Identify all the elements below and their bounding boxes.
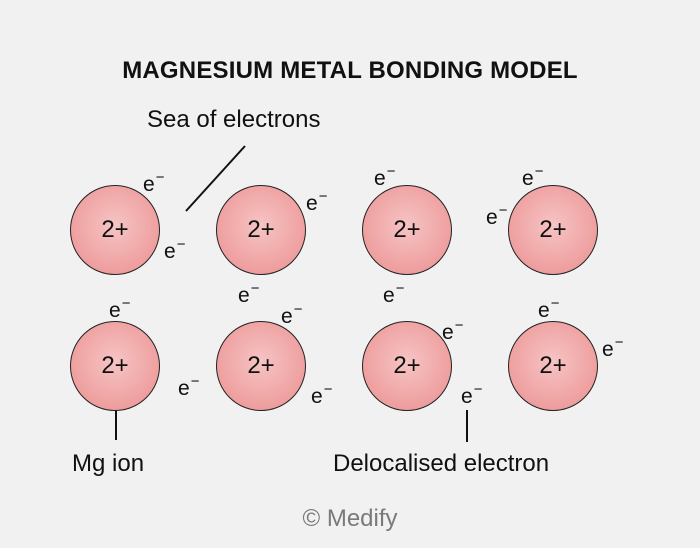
ion-charge-label: 2+ (539, 216, 567, 243)
electron-charge: − (614, 334, 624, 351)
sea-of-electrons-leader-line (185, 145, 246, 212)
electron-symbol: e (442, 321, 454, 344)
electron-symbol: e (143, 173, 155, 196)
electron-charge: − (550, 295, 560, 312)
delocalised-electron-label: Delocalised electron (333, 450, 550, 477)
electron: e− (306, 189, 327, 214)
electron: e− (461, 382, 482, 407)
electron-charge: − (250, 280, 260, 297)
electron: e− (311, 382, 332, 407)
electron: e− (522, 164, 543, 189)
ion-charge-label: 2+ (393, 352, 421, 379)
electron-symbol: e (486, 206, 498, 229)
electron-charge: − (176, 236, 186, 253)
mg-ion: 2+ (508, 321, 598, 411)
ion-charge-label: 2+ (247, 216, 275, 243)
diagram-title: MAGNESIUM METAL BONDING MODEL (122, 57, 578, 84)
electron: e− (109, 296, 130, 321)
electron-charge: − (473, 381, 483, 398)
electron-charge: − (454, 317, 464, 334)
mg-ion: 2+ (216, 321, 306, 411)
electron: e− (238, 281, 259, 306)
electron-charge: − (121, 295, 131, 312)
mg-ion: 2+ (362, 321, 452, 411)
ion-charge-label: 2+ (101, 352, 129, 379)
electron: e− (383, 281, 404, 306)
electron-symbol: e (602, 338, 614, 361)
electron: e− (442, 318, 463, 343)
electron: e− (538, 296, 559, 321)
electron-symbol: e (311, 385, 323, 408)
electron-charge: − (293, 301, 303, 318)
sea-of-electrons-label: Sea of electrons (147, 106, 321, 133)
electron-symbol: e (109, 299, 121, 322)
electron-charge: − (534, 163, 544, 180)
electron-charge: − (155, 169, 165, 186)
mg-ion: 2+ (70, 185, 160, 275)
mg-ion: 2+ (70, 321, 160, 411)
electron-symbol: e (178, 377, 190, 400)
ion-charge-label: 2+ (247, 352, 275, 379)
electron-symbol: e (281, 305, 293, 328)
electron-symbol: e (306, 192, 318, 215)
copyright-footer: © Medify (302, 505, 398, 532)
mg-ion: 2+ (216, 185, 306, 275)
electron: e− (486, 203, 507, 228)
electron: e− (164, 237, 185, 262)
electron-charge: − (498, 202, 508, 219)
electron-charge: − (395, 280, 405, 297)
mg-ion-label: Mg ion (72, 450, 145, 477)
electron-symbol: e (374, 167, 386, 190)
electron: e− (602, 335, 623, 360)
mg-ion: 2+ (508, 185, 598, 275)
ion-charge-label: 2+ (101, 216, 129, 243)
electron-symbol: e (522, 167, 534, 190)
electron-symbol: e (164, 240, 176, 263)
ion-charge-label: 2+ (539, 352, 567, 379)
electron: e− (374, 164, 395, 189)
electron-charge: − (323, 381, 333, 398)
mg-ion: 2+ (362, 185, 452, 275)
electron-charge: − (318, 188, 328, 205)
electron-symbol: e (461, 385, 473, 408)
electron-symbol: e (383, 284, 395, 307)
ion-charge-label: 2+ (393, 216, 421, 243)
electron-symbol: e (538, 299, 550, 322)
electron: e− (178, 374, 199, 399)
electron-charge: − (190, 373, 200, 390)
electron-symbol: e (238, 284, 250, 307)
electron: e− (281, 302, 302, 327)
electron: e− (143, 170, 164, 195)
electron-charge: − (386, 163, 396, 180)
